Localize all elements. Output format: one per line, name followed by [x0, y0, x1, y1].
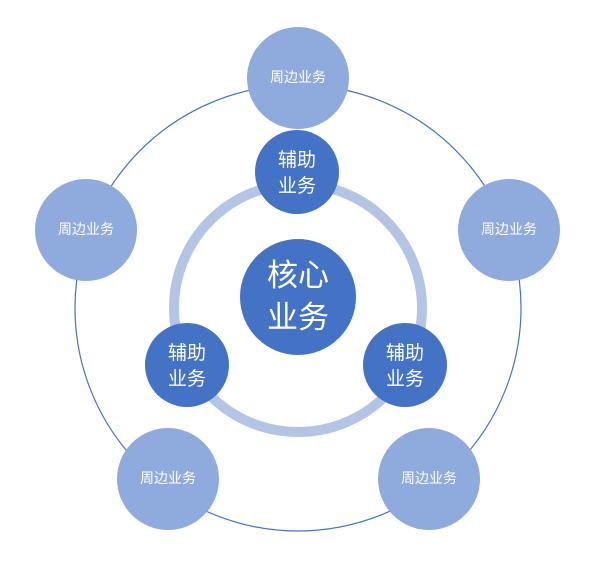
peripheral-business-label-bottom-right: 周边业务 [401, 471, 457, 487]
peripheral-business-label-left: 周边业务 [58, 222, 114, 238]
auxiliary-business-label-line1: 辅助 [167, 342, 207, 364]
auxiliary-business-circle-top [255, 130, 339, 214]
auxiliary-business-label-top: 辅助 业务 [278, 147, 316, 199]
peripheral-business-circle-right [458, 179, 560, 281]
auxiliary-business-label-right: 辅助 业务 [386, 340, 424, 392]
auxiliary-business-label-line1: 辅助 [385, 342, 425, 364]
peripheral-business-circle-top [247, 27, 349, 129]
auxiliary-business-circle-right [363, 323, 447, 407]
peripheral-business-label-right: 周边业务 [481, 222, 537, 238]
auxiliary-business-circle-left [145, 323, 229, 407]
core-business-label: 核心 业务 [267, 255, 329, 339]
peripheral-business-circle-bottom-left [117, 428, 219, 530]
peripheral-business-label-bottom-left: 周边业务 [140, 471, 196, 487]
auxiliary-business-label-line1: 辅助 [277, 149, 317, 171]
core-business-circle [240, 239, 356, 355]
peripheral-business-circle-bottom-right [378, 428, 480, 530]
auxiliary-business-label-line2: 业务 [167, 368, 207, 390]
auxiliary-business-label-line2: 业务 [277, 175, 317, 197]
auxiliary-business-label-left: 辅助 业务 [168, 340, 206, 392]
auxiliary-business-label-line2: 业务 [385, 368, 425, 390]
core-business-label-line1: 核心 [267, 258, 329, 294]
peripheral-business-circle-left [35, 179, 137, 281]
peripheral-business-label-top: 周边业务 [270, 70, 326, 86]
core-business-label-line2: 业务 [267, 300, 329, 336]
